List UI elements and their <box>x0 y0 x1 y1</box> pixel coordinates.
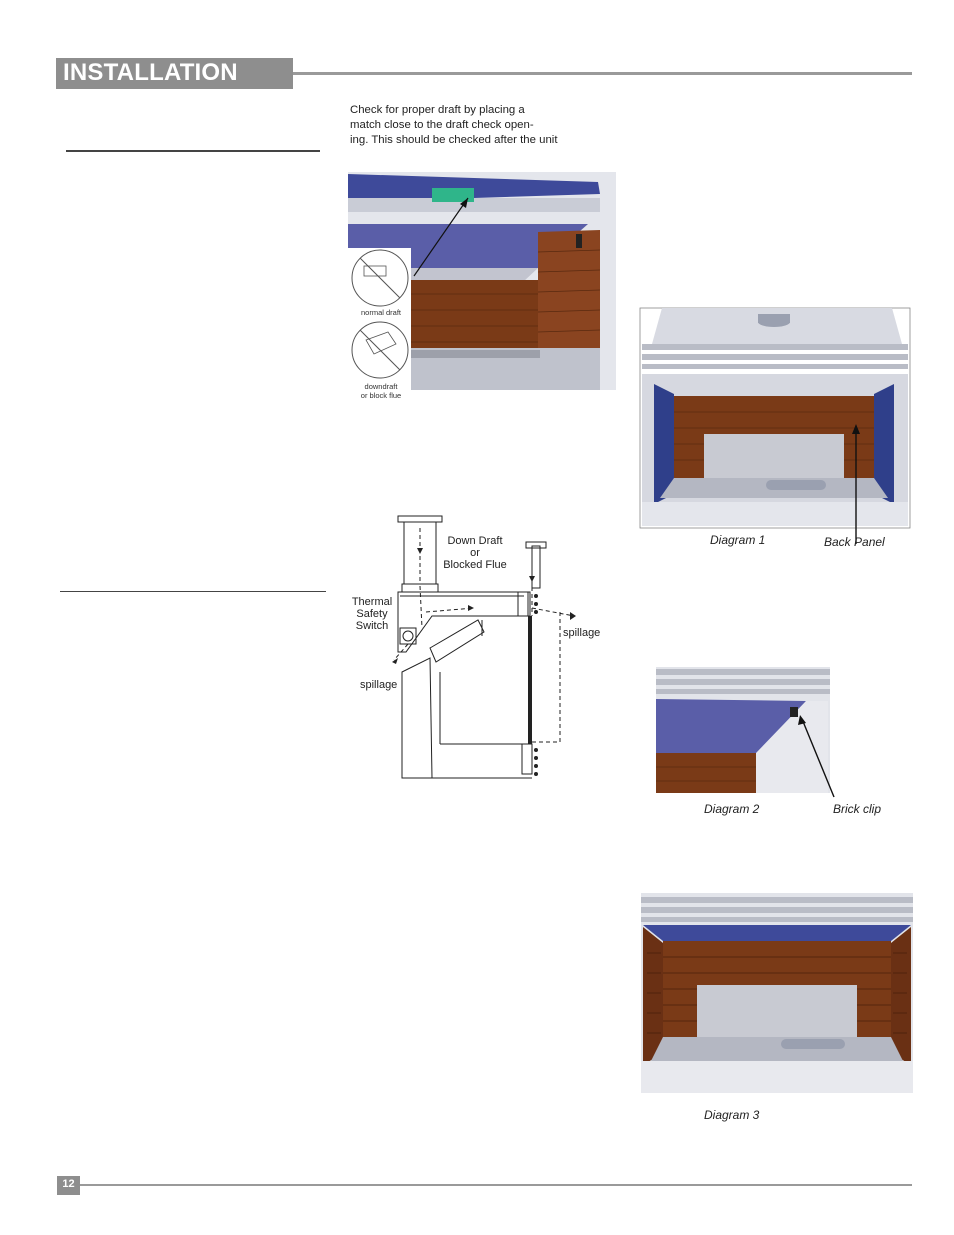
down-draft-label-line: or <box>470 547 480 559</box>
draft-text-line: ing. This should be checked after the un… <box>350 134 558 146</box>
thermal-switch-label: Thermal Safety Switch <box>344 596 400 632</box>
down-draft-label-line: Blocked Flue <box>443 559 507 571</box>
draft-text-line: Check for proper draft by placing a <box>350 104 525 116</box>
diagram-2-illustration <box>656 667 835 798</box>
spillage-left-label: spillage <box>360 679 398 691</box>
page-number: 12 <box>62 1178 75 1190</box>
draft-text-line: match close to the draft check open- <box>350 119 534 131</box>
header-rule <box>293 72 912 75</box>
diagram-1-illustration <box>639 307 911 544</box>
section-header-bar <box>56 58 293 89</box>
diagram-3-illustration <box>641 893 913 1093</box>
downdraft-label-line: or block flue <box>360 391 402 400</box>
left-rule-top <box>66 150 320 152</box>
diagram-2-caption: Diagram 2 <box>704 802 760 816</box>
diagram-3-caption: Diagram 3 <box>704 1108 760 1122</box>
downdraft-label: downdraft or block flue <box>348 382 414 400</box>
draft-check-text: Check for proper draft by placing a matc… <box>350 103 590 148</box>
thermal-switch-label-line: Safety <box>356 608 388 620</box>
down-draft-label-line: Down Draft <box>447 535 503 547</box>
downdraft-flue-diagram <box>392 515 576 779</box>
left-rule-middle <box>60 591 326 592</box>
spillage-right-label: spillage <box>563 627 601 639</box>
thermal-switch-label-line: Switch <box>355 620 389 632</box>
downdraft-label-line: downdraft <box>364 382 398 391</box>
thermal-switch-label-line: Thermal <box>351 596 393 608</box>
draft-check-illustration <box>348 172 616 400</box>
back-panel-callout: Back Panel <box>824 535 885 549</box>
brick-clip-callout: Brick clip <box>833 802 882 816</box>
down-draft-label: Down Draft or Blocked Flue <box>434 535 516 571</box>
normal-draft-label: normal draft <box>360 308 402 317</box>
diagram-1-caption: Diagram 1 <box>710 533 766 547</box>
footer-rule <box>80 1184 912 1186</box>
section-title: INSTALLATION <box>63 59 238 86</box>
page-number-box <box>57 1176 80 1195</box>
